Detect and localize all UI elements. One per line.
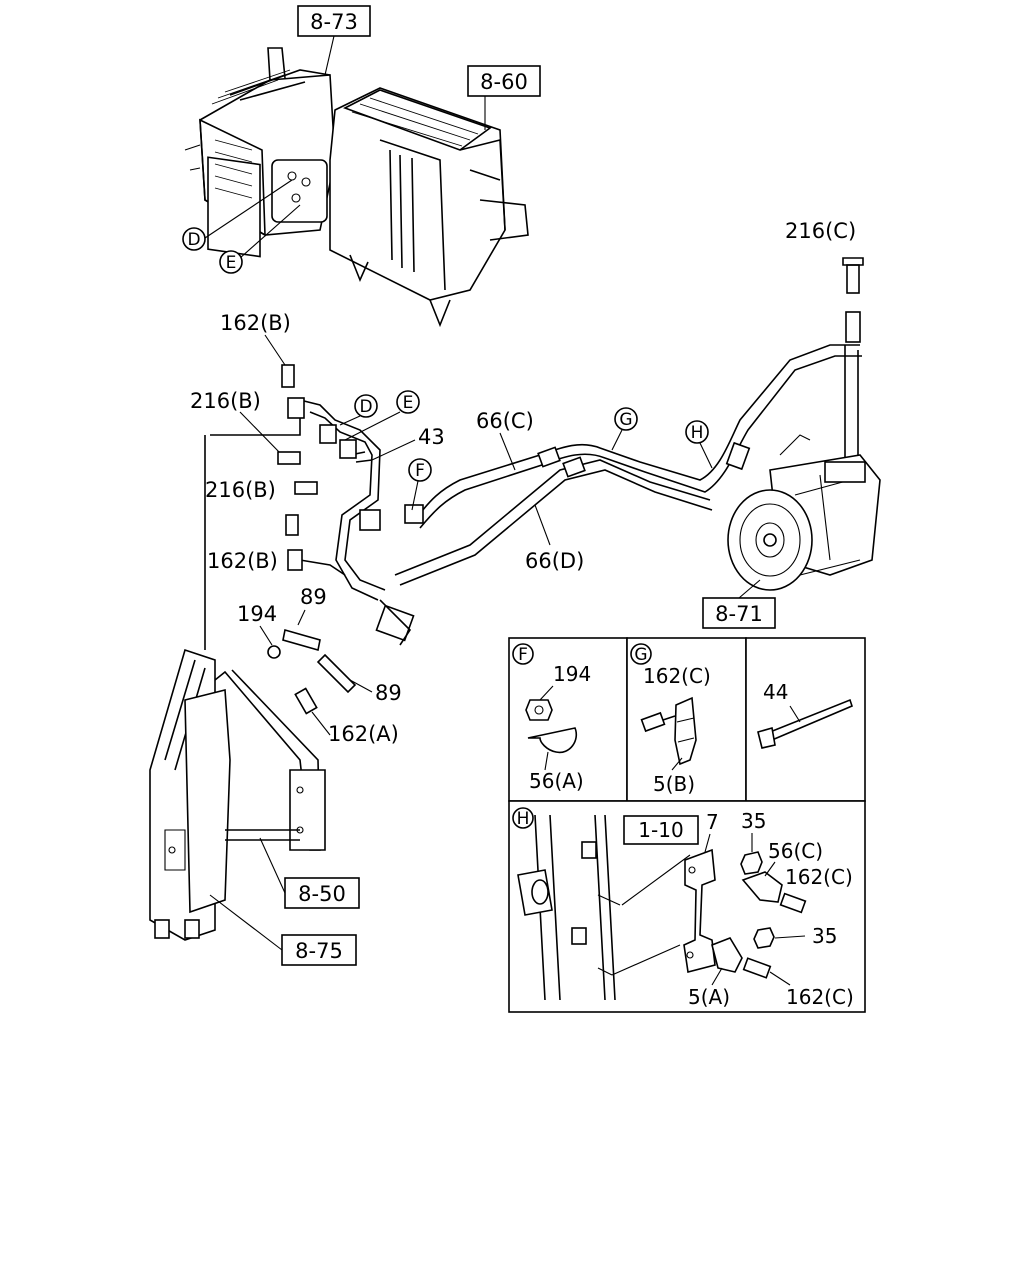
detail-f-tag: F — [518, 645, 528, 665]
detail-h-label-56c: 56(C) — [768, 839, 823, 863]
detail-g-label-5b: 5(B) — [653, 772, 695, 796]
detail-h-label-7: 7 — [706, 810, 719, 834]
detail-h-label-5a: 5(A) — [688, 985, 730, 1009]
callout-h — [685, 420, 709, 444]
frame-rail-drawing — [517, 814, 621, 1001]
part-label-43: 43 — [418, 425, 445, 449]
bolt-216b-b — [294, 481, 318, 495]
part-label-89-a: 89 — [300, 585, 327, 609]
bolt-162a — [294, 687, 318, 715]
leader-d-top — [204, 179, 293, 239]
nut-194-main — [267, 645, 281, 659]
bolt-216b-a — [277, 451, 301, 465]
detail-h-label-162c-a: 162(C) — [785, 865, 853, 889]
part-label-194-main: 194 — [237, 602, 277, 626]
bracket-7 — [683, 848, 716, 973]
callout-f — [408, 458, 432, 482]
nut-35-a — [740, 851, 763, 875]
part-label-66d: 66(D) — [525, 549, 584, 573]
detail-f-label-194: 194 — [553, 662, 591, 686]
clip-89 — [282, 628, 321, 652]
svg-text:D: D — [187, 230, 200, 250]
detail-h-tag: H — [517, 809, 530, 829]
part-label-162b-top: 162(B) — [220, 311, 291, 335]
svg-text:G: G — [619, 410, 632, 430]
part-label-66c: 66(C) — [476, 409, 534, 433]
svg-text:F: F — [415, 461, 425, 481]
part-label-162a: 162(A) — [328, 722, 399, 746]
hvac-unit-drawing — [184, 47, 529, 328]
part-label-162b-b: 162(B) — [207, 549, 278, 573]
leader-e-top — [239, 204, 301, 259]
detail-h-label-35-b: 35 — [812, 924, 837, 948]
ref-box-8-73[interactable] — [297, 5, 371, 37]
detail-g-label-162c: 162(C) — [643, 664, 711, 688]
ref-label-8-73: 8-73 — [310, 10, 358, 34]
detail-f-panel — [508, 637, 628, 802]
bolt-162b-b — [285, 514, 299, 536]
ref-box-8-50[interactable] — [284, 877, 360, 909]
ref-box-8-60[interactable] — [467, 65, 541, 97]
detail-h-label-35-a: 35 — [741, 809, 766, 833]
ref-box-8-75[interactable] — [281, 934, 357, 966]
clamp-56a — [527, 727, 577, 754]
callout-g — [614, 407, 638, 431]
svg-text:D: D — [359, 397, 372, 417]
callout-e-mid — [396, 390, 420, 414]
detail-g-tag: G — [634, 645, 647, 665]
svg-text:E: E — [403, 393, 414, 413]
ref-label-1-10: 1-10 — [638, 818, 683, 842]
ref-label-8-50: 8-50 — [298, 882, 346, 906]
ref-label-8-60: 8-60 — [480, 70, 528, 94]
clamp-56c — [741, 871, 783, 903]
callout-d-mid — [354, 394, 378, 418]
detail-44-label: 44 — [763, 680, 788, 704]
ref-label-8-71: 8-71 — [715, 602, 763, 626]
svg-text:H: H — [691, 423, 704, 443]
refrigerant-lines — [204, 257, 864, 650]
callout-d-top — [182, 227, 206, 251]
clip-89-b — [316, 653, 357, 694]
detail-f-label-56a: 56(A) — [529, 769, 584, 793]
ref-label-8-75: 8-75 — [295, 939, 343, 963]
svg-text:E: E — [226, 253, 237, 273]
nut-35-b — [753, 927, 775, 949]
ref-box-1-10[interactable] — [623, 815, 699, 845]
clamp-5a — [711, 937, 743, 973]
clamp-5b — [674, 696, 697, 766]
part-label-216b-b: 216(B) — [205, 478, 276, 502]
detail-h-label-162c-b: 162(C) — [786, 985, 854, 1009]
bolt-162c-h-a — [779, 892, 807, 914]
bolt-162c-g — [640, 711, 666, 733]
nut-194 — [525, 699, 553, 721]
ac-compressor-drawing — [727, 434, 881, 591]
part-label-216b-a: 216(B) — [190, 389, 261, 413]
bolt-162c-h-b — [742, 957, 772, 979]
callout-e-top — [219, 250, 243, 274]
part-label-216c-top: 216(C) — [785, 219, 856, 243]
bolt-162b-top — [281, 364, 295, 388]
condenser-drawing — [149, 648, 326, 941]
part-label-89-b: 89 — [375, 681, 402, 705]
